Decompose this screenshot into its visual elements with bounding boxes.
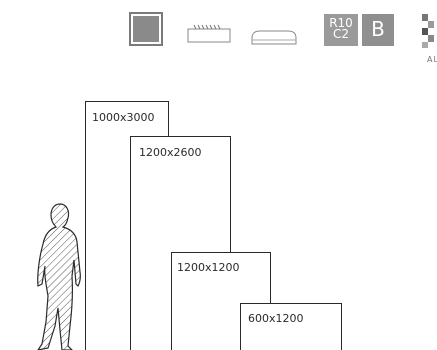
checker-pattern-icon[interactable] xyxy=(418,14,437,48)
rectified-edge-icon[interactable] xyxy=(187,24,231,44)
size-label-1200x2600: 1200x2600 xyxy=(139,146,202,159)
r10-c2-badge[interactable]: R10 C2 xyxy=(324,14,358,46)
b-badge-label: B xyxy=(371,17,385,41)
size-label-1000x3000: 1000x3000 xyxy=(92,111,155,124)
b-badge[interactable]: B xyxy=(362,14,394,46)
size-label-600x1200: 600x1200 xyxy=(248,312,304,325)
size-rect-600x1200 xyxy=(240,303,342,350)
rounded-edge-icon[interactable] xyxy=(250,27,298,47)
badge-line-2: C2 xyxy=(332,27,349,41)
all-label: AL xyxy=(427,55,437,64)
square-tile-icon[interactable] xyxy=(129,12,163,46)
badge-line-1: R10 xyxy=(329,16,353,30)
size-label-1200x1200: 1200x1200 xyxy=(177,261,240,274)
human-scale-figure xyxy=(37,203,81,350)
